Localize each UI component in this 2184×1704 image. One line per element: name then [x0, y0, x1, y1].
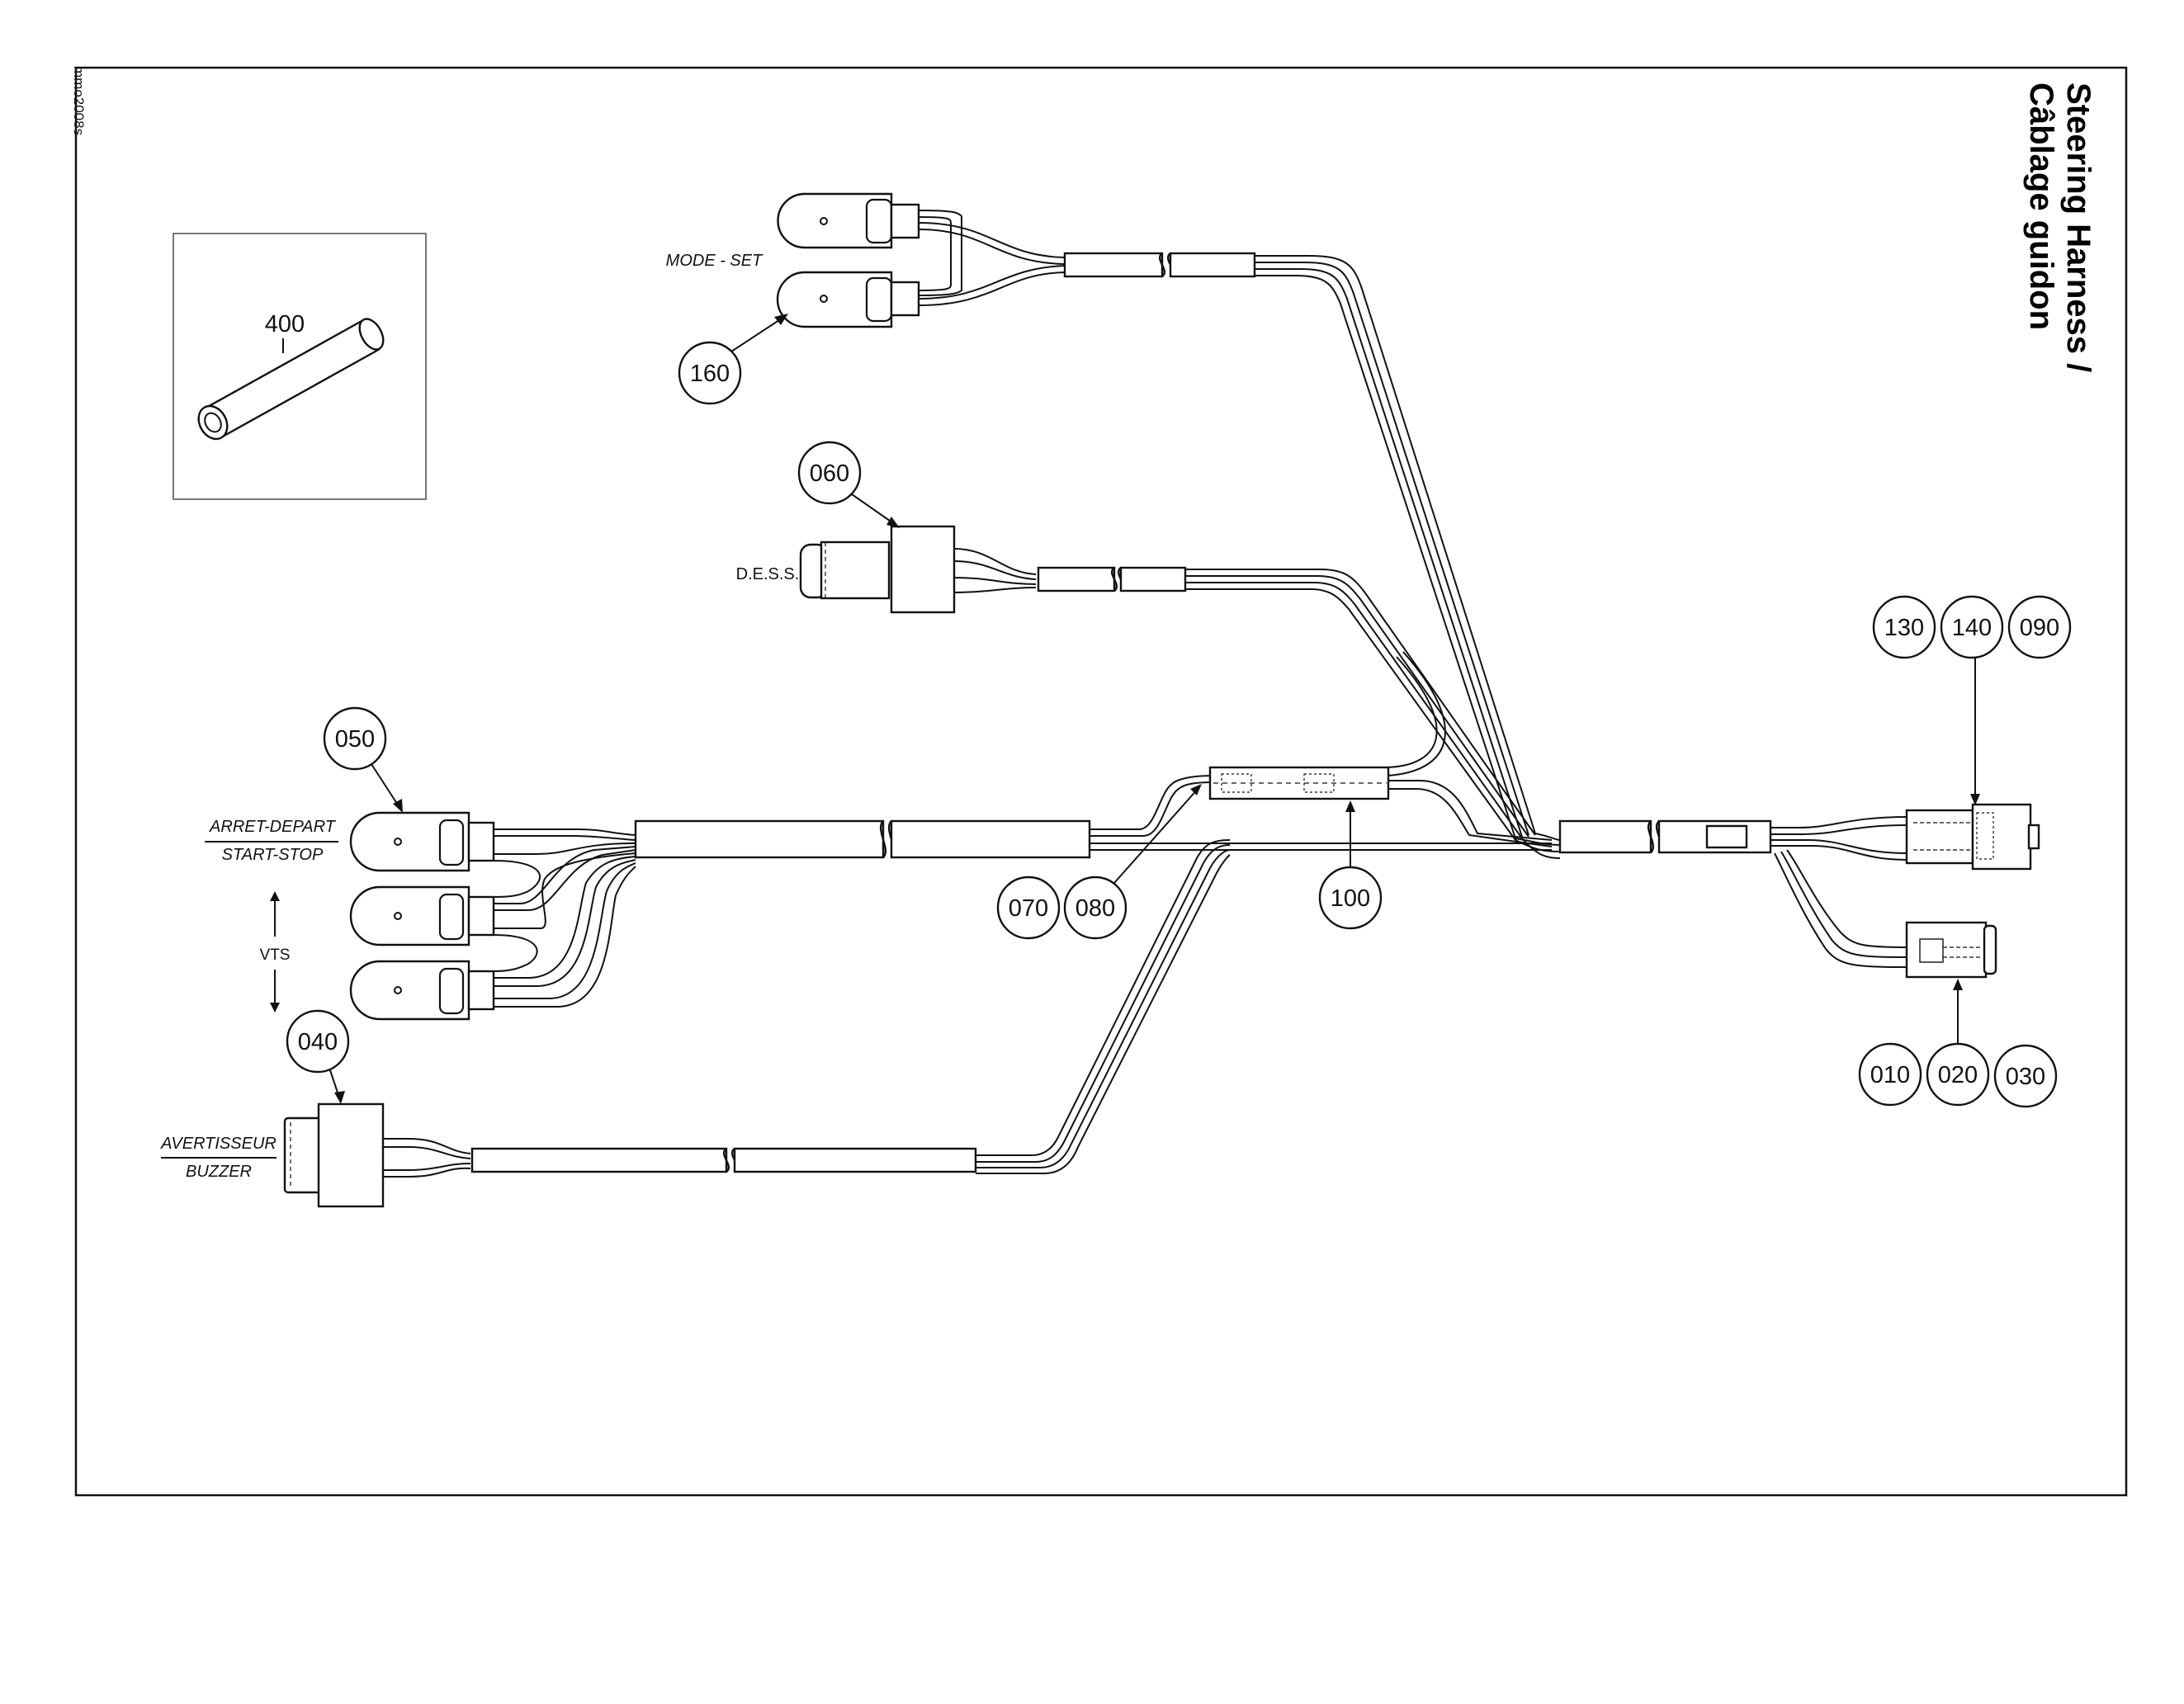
callout-130: 130 [1884, 615, 1924, 641]
callout-060-group: 060 [797, 441, 900, 528]
callout-040: 040 [298, 1029, 338, 1055]
start-stop-label: START-STOP [222, 846, 324, 864]
dess-wires [953, 548, 1536, 841]
buzzer-labels: AVERTISSEUR BUZZER [160, 1135, 277, 1181]
output-connector-b [1905, 921, 1997, 979]
buzzer-connector [283, 1102, 385, 1208]
callout-080: 080 [1075, 895, 1115, 922]
inset-part-400: 400 [173, 233, 427, 500]
callout-100-group: 100 [1318, 800, 1383, 930]
dess-label: D.E.S.S. [736, 565, 800, 583]
callout-010: 010 [1870, 1062, 1910, 1088]
callout-100: 100 [1331, 885, 1370, 912]
arret-depart-label: ARRET-DEPART [209, 818, 337, 836]
callout-050: 050 [335, 726, 375, 753]
title-line-2: Câblage guidon [2023, 83, 2059, 330]
callout-030: 030 [2006, 1064, 2045, 1090]
title-line-1: Steering Harness / [2060, 83, 2097, 372]
callout-140: 140 [1952, 615, 1992, 641]
callout-160: 160 [690, 361, 730, 387]
callout-010-020-030-group: 010 020 030 [1858, 979, 2058, 1108]
callout-090: 090 [2020, 615, 2059, 641]
avertisseur-label: AVERTISSEUR [160, 1135, 277, 1153]
mode-set-wires [918, 210, 1536, 839]
tube-sleeve-icon [197, 318, 385, 441]
mode-set-label: MODE - SET [666, 252, 763, 270]
dess-connector [799, 525, 956, 614]
callout-070: 070 [1009, 895, 1048, 922]
drawing-frame [74, 66, 2128, 1497]
vts-label: VTS [260, 946, 291, 964]
main-trunk [634, 775, 1552, 859]
mode-set-connectors [776, 192, 920, 328]
output-connector-a [1905, 803, 2040, 871]
start-stop-vts-connectors [349, 811, 495, 1021]
start-stop-labels: ARRET-DEPART START-STOP [205, 818, 338, 864]
callout-400: 400 [265, 311, 305, 337]
buzzer-label: BUZZER [186, 1163, 252, 1181]
callout-160-group: 160 [678, 314, 788, 405]
callout-040-group: 040 [286, 1009, 350, 1104]
vts-indicator: VTS [260, 891, 291, 1012]
callout-050-group: 050 [323, 706, 403, 813]
callout-020: 020 [1938, 1062, 1978, 1088]
start-stop-wires [493, 828, 636, 1008]
callout-130-140-090-group: 130 140 090 [1872, 595, 2072, 805]
callout-060: 060 [810, 460, 849, 487]
buzzer-wires [383, 839, 1231, 1178]
output-trunk [1515, 816, 1907, 968]
callout-070-080-group: 070 080 [996, 784, 1202, 940]
splice-sleeve [1208, 766, 1553, 847]
doc-code: mmo2008s [71, 66, 87, 135]
